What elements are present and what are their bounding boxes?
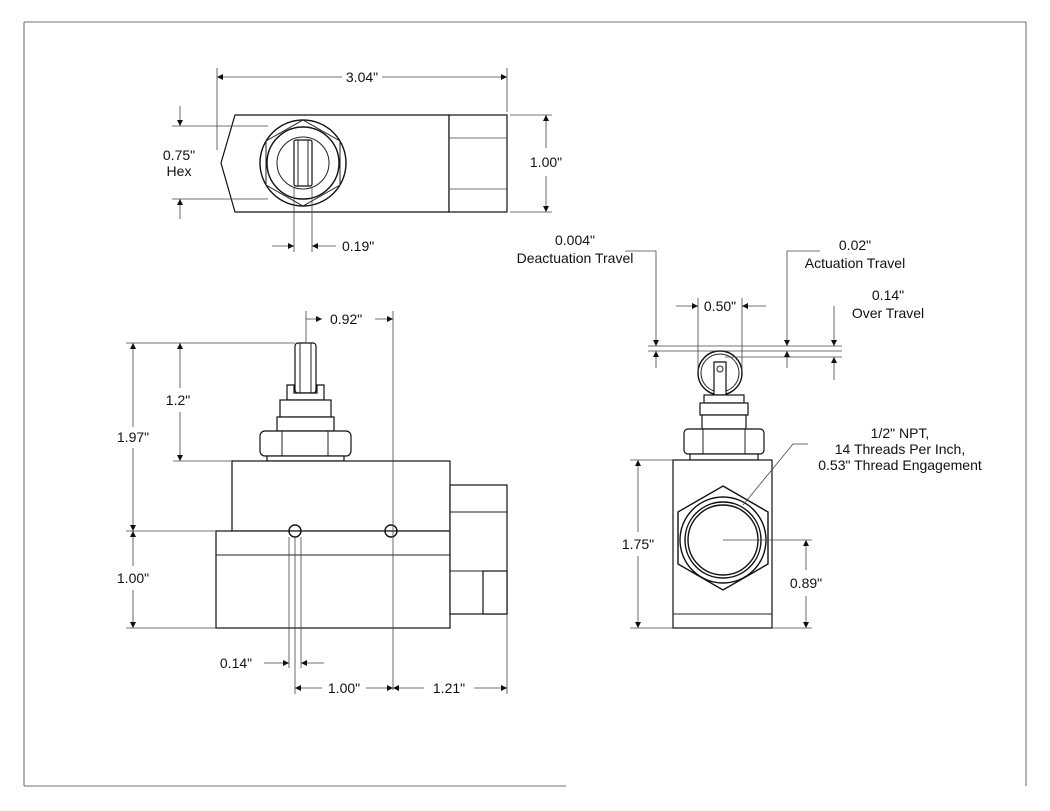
dim-hex-075: 0.75" Hex — [163, 106, 268, 219]
dim-plunger-019: 0.19" — [272, 188, 374, 254]
dim-height-top-text: 1.00" — [530, 154, 562, 170]
front-view: 0.92" 1.2" 1.97" 1.00" — [117, 311, 508, 696]
port-callout-line2: 14 Threads Per Inch, — [835, 441, 965, 457]
dim-body-height-100: 1.00" — [117, 531, 216, 629]
port-callout-line3: 0.53" Thread Engagement — [818, 457, 982, 473]
dim-overall-height-197: 1.97" — [117, 343, 216, 532]
front-view-hex-nut — [259, 430, 352, 457]
dim-port-center-089: 0.89" — [723, 539, 822, 629]
drawing-border — [23, 21, 1027, 787]
dim-deactuation: 0.004" Deactuation Travel — [517, 232, 659, 368]
dim-overall-height-text: 1.97" — [117, 429, 149, 445]
side-view-port-hex — [677, 485, 769, 591]
dim-hole-to-end-text: 1.21" — [433, 680, 465, 696]
dim-hole-diameter-text: 0.14" — [220, 655, 252, 671]
dim-hole-014: 0.14" — [220, 537, 324, 671]
dim-overtravel-label: Over Travel — [852, 305, 924, 321]
dim-plunger-text: 0.19" — [342, 238, 374, 254]
top-view-plunger — [293, 139, 313, 187]
dim-roller-offset-text: 0.92" — [330, 311, 362, 327]
dim-overtravel: 0.14" Over Travel — [831, 287, 924, 380]
dim-length-text: 3.04" — [346, 69, 378, 85]
front-view-upper-body — [231, 460, 451, 532]
side-view-hex-nut — [683, 428, 765, 455]
dim-actuation: 0.02" Actuation Travel — [784, 237, 905, 368]
dim-length-304: 3.04" — [216, 68, 508, 150]
dim-roller-092: 0.92" — [305, 311, 394, 690]
dim-side-height-text: 1.75" — [622, 536, 654, 552]
dim-overtravel-value: 0.14" — [872, 287, 904, 303]
dim-hex-label-text: Hex — [167, 163, 192, 179]
side-view: 0.50" 0.004" Deactuation Travel 0.02" Ac… — [517, 232, 982, 629]
dim-hole-spacing-text: 1.00" — [328, 680, 360, 696]
dim-actuation-label: Actuation Travel — [805, 255, 905, 271]
port-callout-line1: 1/2" NPT, — [871, 425, 930, 441]
top-view-port-hex — [448, 114, 508, 213]
dim-height-100-top: 1.00" — [510, 114, 562, 213]
dim-body-height-text: 1.00" — [117, 570, 149, 586]
port-callout: 1/2" NPT, 14 Threads Per Inch, 0.53" Thr… — [742, 425, 982, 506]
top-view-body — [220, 114, 450, 213]
front-view-lower-body — [215, 530, 451, 629]
top-view: 3.04" 0.75" Hex 1.00" 0.19" — [163, 68, 562, 254]
front-view-hole-2 — [384, 524, 398, 538]
dim-deactuation-label: Deactuation Travel — [517, 250, 634, 266]
dim-roller-width-text: 0.50" — [704, 298, 736, 314]
front-view-roller — [294, 342, 317, 394]
dim-plunger-height-text: 1.2" — [166, 392, 190, 408]
dim-side-height-175: 1.75" — [622, 459, 673, 629]
dim-hole-spacing: 1.00" 1.21" — [294, 537, 508, 696]
side-view-body — [672, 459, 773, 629]
dim-roller-width-050: 0.50" — [676, 298, 766, 372]
dim-deactuation-value: 0.004" — [555, 232, 595, 248]
dim-hex-size-text: 0.75" — [163, 147, 195, 163]
dim-port-center-text: 0.89" — [790, 575, 822, 591]
dim-plunger-height-12: 1.2" — [126, 342, 295, 462]
dim-actuation-value: 0.02" — [839, 237, 871, 253]
